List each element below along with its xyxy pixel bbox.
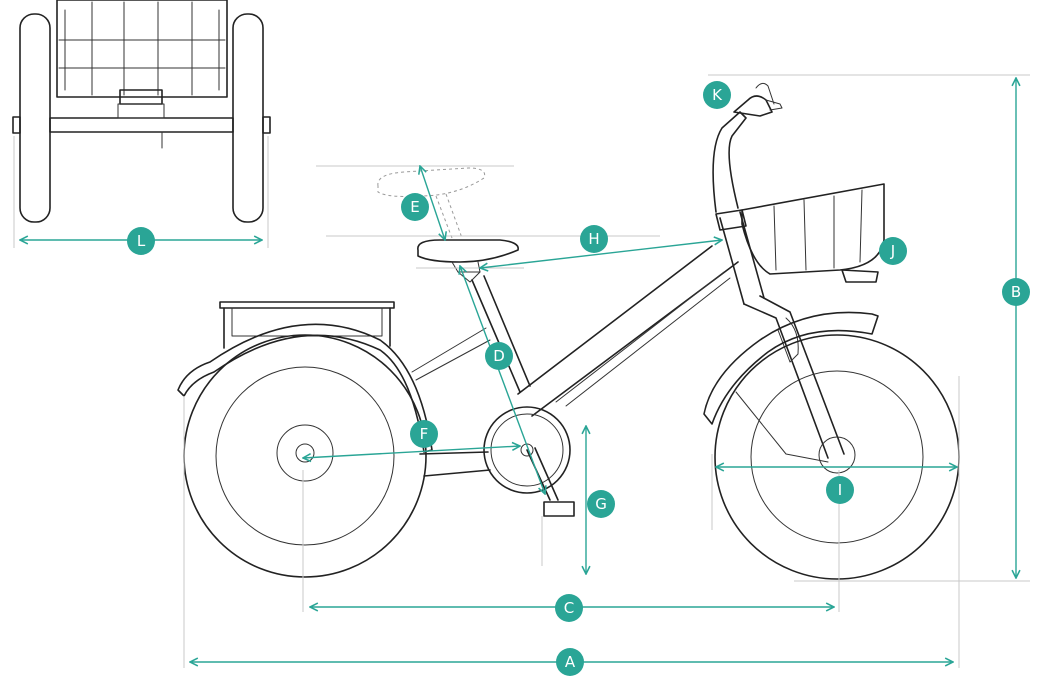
marker-j: J [879, 237, 907, 265]
front-basket [741, 183, 885, 275]
rear-right-wheel [232, 13, 264, 223]
marker-k-label: K [712, 86, 723, 104]
rear-left-wheel [19, 13, 51, 223]
front-fork [743, 295, 845, 459]
side-view-drawing [177, 82, 960, 580]
pedal [543, 501, 575, 517]
marker-a: A [556, 648, 584, 676]
marker-f: F [410, 420, 438, 448]
handlebar-stem [712, 111, 747, 213]
marker-g-label: G [595, 495, 607, 513]
marker-h-label: H [588, 230, 599, 248]
rear-basket-grid [58, 1, 226, 96]
dimension-lines [20, 78, 1016, 662]
down-tube [517, 245, 739, 417]
seat-stay [411, 327, 491, 381]
cargo-basket-rim [219, 301, 395, 309]
marker-d: D [485, 342, 513, 370]
marker-i-label: I [838, 481, 842, 499]
dimension-line-d [460, 266, 545, 494]
front-basket-slats [773, 189, 863, 271]
chain-stay [419, 451, 491, 477]
front-hub [818, 436, 856, 474]
rear-hub [276, 424, 334, 482]
marker-d-label: D [493, 347, 505, 365]
rear-fender [177, 323, 433, 453]
marker-e: E [401, 193, 429, 221]
marker-l: L [127, 227, 155, 255]
rear-rim [215, 366, 395, 546]
marker-j-label: J [890, 242, 895, 260]
front-wheel [714, 334, 960, 580]
guide-lines [183, 74, 1030, 668]
saddle [417, 239, 519, 263]
rear-left-hub [12, 116, 21, 134]
marker-c: C [555, 594, 583, 622]
basket-mount [841, 269, 879, 283]
rear-bracket [117, 103, 165, 119]
rear-basket [56, 0, 228, 98]
front-rim [750, 370, 924, 544]
rear-right-hub [262, 116, 271, 134]
marker-h: H [580, 225, 608, 253]
marker-e-label: E [410, 198, 419, 216]
dimension-line-e [420, 166, 445, 240]
rear-wheel [183, 334, 427, 578]
marker-k: K [703, 81, 731, 109]
marker-b: B [1002, 278, 1030, 306]
marker-g: G [587, 490, 615, 518]
saddle-raised-ghost [377, 167, 486, 197]
marker-i: I [826, 476, 854, 504]
handlebar-grip [733, 95, 773, 117]
front-fender [703, 311, 879, 425]
marker-l-label: L [137, 232, 146, 250]
marker-f-label: F [420, 425, 429, 443]
marker-a-label: A [565, 653, 576, 671]
rear-view-drawing [12, 0, 271, 248]
rear-axle-beam [49, 117, 234, 133]
marker-b-label: B [1011, 283, 1021, 301]
dimension-line-f [303, 446, 520, 458]
dimension-line-h [480, 240, 722, 268]
marker-c-label: C [564, 599, 574, 617]
